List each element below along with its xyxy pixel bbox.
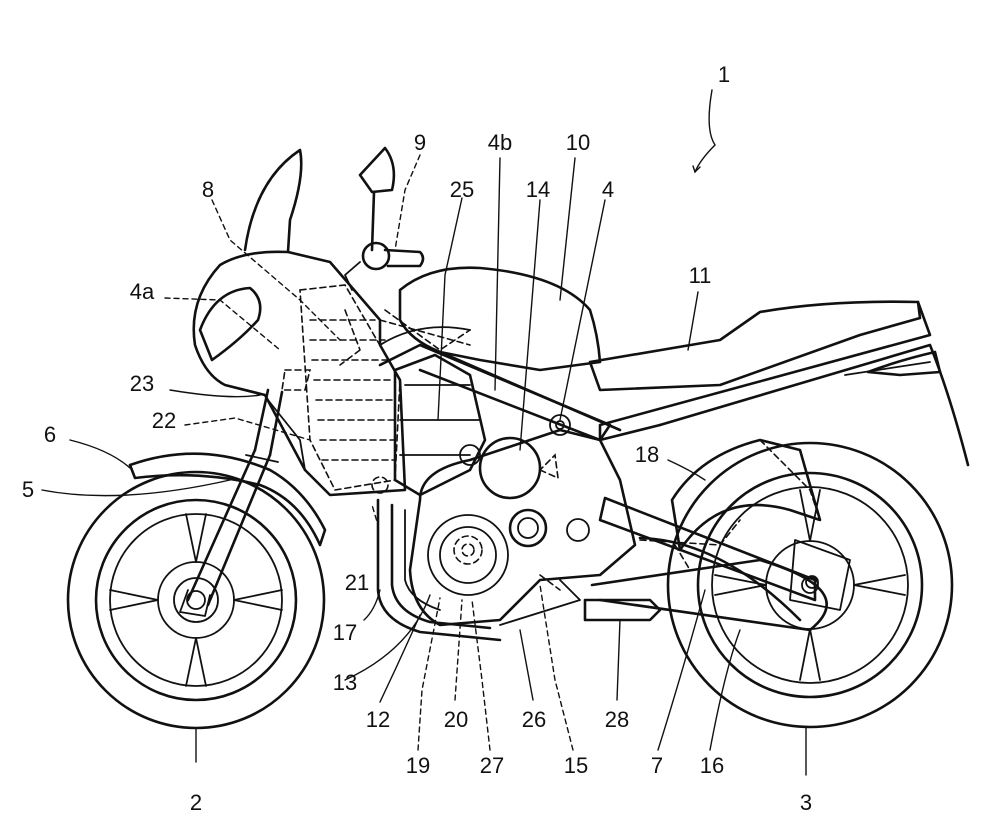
seat: [588, 300, 922, 392]
rear-wheel: [666, 441, 954, 729]
label-10: 10: [566, 130, 590, 155]
label-19: 19: [406, 753, 430, 778]
fuel-tank: [379, 266, 602, 372]
label-7: 7: [651, 753, 663, 778]
label-25: 25: [450, 177, 474, 202]
label-17: 17: [333, 620, 357, 645]
label-4b: 4b: [488, 130, 512, 155]
mirror-handlebar: [344, 146, 425, 291]
hidden-frame: [379, 309, 821, 591]
reference-labels: 1 9 4b 10 8 25 14 4 11 4a 23 22 6 18 5 2…: [22, 62, 812, 815]
label-4: 4: [602, 177, 614, 202]
exhaust-pipe: [376, 498, 502, 642]
main-frame: [378, 343, 622, 442]
label-27: 27: [480, 753, 504, 778]
front-fender: [128, 452, 327, 547]
rear-fender: [670, 438, 822, 552]
label-4a: 4a: [130, 279, 155, 304]
front-fork: [179, 388, 284, 617]
label-21: 21: [345, 570, 369, 595]
label-20: 20: [444, 707, 468, 732]
rear-cowl: [598, 300, 970, 467]
label-13: 13: [333, 670, 357, 695]
label-6: 6: [44, 422, 56, 447]
label-14: 14: [526, 177, 550, 202]
label-16: 16: [700, 753, 724, 778]
leader-lines: [41, 89, 807, 776]
label-3: 3: [800, 790, 812, 815]
label-28: 28: [605, 707, 629, 732]
label-8: 8: [202, 177, 214, 202]
label-18: 18: [635, 442, 659, 467]
label-9: 9: [414, 130, 426, 155]
swing-arm: [590, 496, 851, 632]
label-12: 12: [366, 707, 390, 732]
label-2: 2: [190, 790, 202, 815]
label-26: 26: [522, 707, 546, 732]
front-wheel: [66, 470, 326, 730]
label-11: 11: [689, 263, 712, 288]
label-15: 15: [564, 753, 588, 778]
label-22: 22: [152, 408, 176, 433]
footrest: [583, 598, 662, 622]
label-5: 5: [22, 477, 34, 502]
label-1: 1: [718, 62, 730, 87]
label-23: 23: [130, 371, 154, 396]
